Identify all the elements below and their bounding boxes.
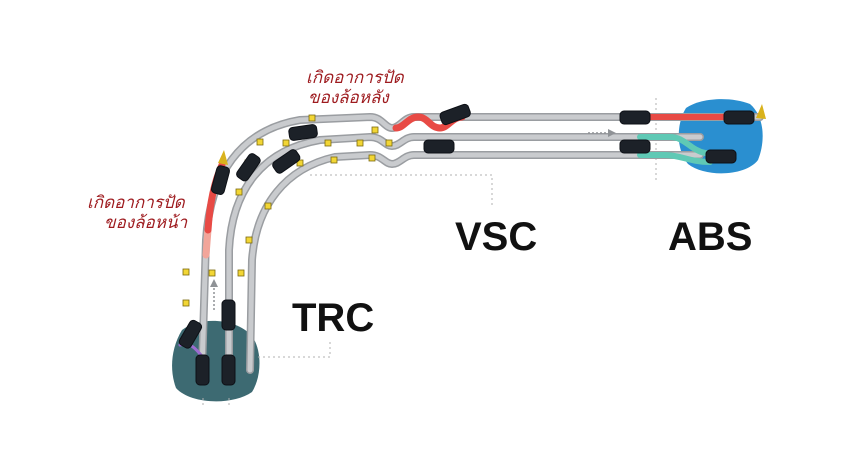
car-icon [723,110,755,125]
lane-marker [296,159,304,167]
abs-label: ABS [668,215,752,259]
warning-cone-icon [756,104,766,119]
lane-marker [208,269,216,277]
lane-marker [308,114,316,122]
abs-corrected-path-b [637,152,713,165]
car-icon [272,149,301,174]
car-icon [288,124,318,141]
car-icon [221,354,236,386]
trc-label: TRC [292,296,374,340]
trc-leader-line [258,340,331,358]
car-icon [423,139,455,154]
cars [178,103,755,386]
car-icon [210,165,230,195]
arrowhead-up-icon [210,279,218,287]
abs-corrected-path-a [637,134,733,158]
lane-marker [356,139,364,147]
car-icon [178,319,203,349]
car-icon [619,110,651,125]
warning-cone-icon [218,150,228,165]
rear-skid-annotation-line1: เกิดอาการปัด [306,68,405,88]
lane-marker [324,139,332,147]
arrowhead-right-icon [608,129,616,137]
front-skid-annotation-line2: ของล้อหน้า [104,213,188,233]
lane-marker [235,188,243,196]
direction-arrows [213,132,610,310]
lane-marker [237,269,245,277]
vsc-label: VSC [455,215,537,259]
lane-marker [182,268,190,276]
car-icon [221,299,236,331]
lane-marker [368,154,376,162]
car-icon [195,354,210,386]
lane-marker [256,138,264,146]
lane-marker [182,299,190,307]
lane-marker [371,126,379,134]
lane-marker [264,202,272,210]
lane-marker [385,139,393,147]
car-icon [705,149,737,164]
vsc-leader-line [310,174,493,206]
car-icon [619,139,651,154]
car-icon [236,153,261,182]
lane-marker [245,236,253,244]
car-icon [439,103,471,126]
rear-skid-annotation-line2: ของล้อหลัง [308,88,390,108]
front-skid-annotation-line1: เกิดอาการปัด [87,193,186,213]
lane-marker [282,139,290,147]
front-skid-path [202,226,212,259]
lane-marker [330,156,338,164]
lane-markers [182,114,393,307]
